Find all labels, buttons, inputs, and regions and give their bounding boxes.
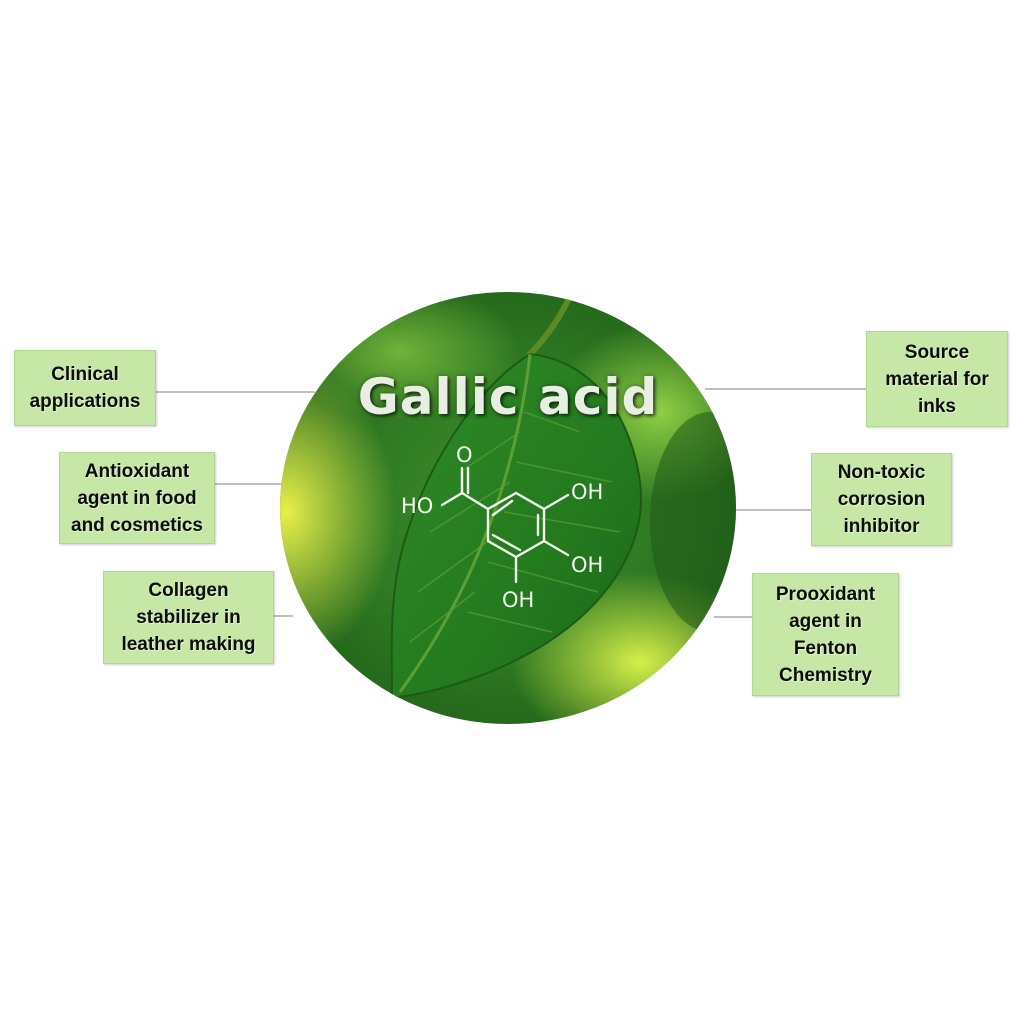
hub-title: Gallic acid	[357, 368, 659, 426]
label-antioxidant-agent: Antioxidant agent in food and cosmetics	[59, 452, 215, 544]
top-hydroxyl-label: OH	[571, 480, 603, 504]
label-collagen-stabilizer: Collagen stabilizer in leather making	[103, 571, 274, 664]
label-prooxidant-agent: Prooxidant agent in Fenton Chemistry	[752, 573, 899, 696]
left-hydroxyl-label: HO	[401, 494, 433, 518]
leaf-background	[280, 292, 736, 724]
label-source-material-inks: Source material for inks	[866, 331, 1008, 427]
carbonyl-oxygen-label: O	[456, 443, 473, 467]
label-corrosion-inhibitor: Non-toxic corrosion inhibitor	[811, 453, 952, 546]
central-hub-circle: Gallic acid O HO OH OH OH	[280, 292, 736, 724]
gallic-acid-structure: O HO OH OH OH	[401, 443, 603, 612]
label-clinical-applications: Clinical applications	[14, 350, 156, 426]
bottom-hydroxyl-label: OH	[502, 588, 534, 612]
mid-hydroxyl-label: OH	[571, 553, 603, 577]
